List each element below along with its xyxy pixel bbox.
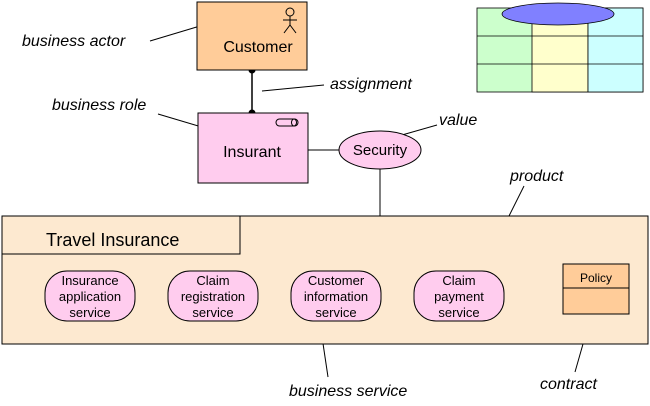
product-label: Travel Insurance bbox=[46, 230, 179, 250]
business-service-label-line: payment bbox=[434, 289, 484, 304]
callout-business-actor: business actor bbox=[22, 33, 126, 50]
business-service-label-line: application bbox=[59, 289, 121, 304]
business-service-label-line: registration bbox=[181, 289, 245, 304]
business-service-label-line: service bbox=[192, 305, 233, 320]
customer-actor[interactable]: Customer bbox=[196, 1, 308, 71]
callout-value: value bbox=[439, 112, 477, 129]
callout-product: product bbox=[509, 168, 564, 185]
callout-business-role: business role bbox=[52, 97, 146, 114]
business-actor-leader bbox=[149, 25, 201, 42]
business-service-label-line: Claim bbox=[442, 273, 475, 288]
insurant-label: Insurant bbox=[223, 144, 281, 161]
business-service-label-line: Insurance bbox=[61, 273, 118, 288]
business-role-leader bbox=[157, 113, 206, 129]
viewpoint-grid-icon bbox=[476, 2, 644, 93]
assignment-leader bbox=[261, 84, 325, 92]
callout-contract: contract bbox=[540, 376, 597, 393]
business-service-label-line: service bbox=[69, 305, 110, 320]
stick-figure-icon bbox=[283, 7, 297, 34]
policy-label: Policy bbox=[580, 271, 612, 285]
customer-label: Customer bbox=[223, 39, 293, 56]
business-service-label-line: information bbox=[304, 289, 368, 304]
policy-contract[interactable]: Policy bbox=[562, 263, 630, 315]
business-service-label-line: service bbox=[315, 305, 356, 320]
value-leader bbox=[401, 124, 438, 136]
callout-assignment: assignment bbox=[330, 76, 412, 93]
security-label: Security bbox=[353, 142, 408, 159]
business-service-label-line: Claim bbox=[196, 273, 229, 288]
business-services: InsuranceapplicationserviceClaimregistra… bbox=[44, 270, 505, 322]
insurant-role[interactable]: Insurant bbox=[197, 112, 309, 184]
business-service-label-line: Customer bbox=[308, 273, 365, 288]
business-service-label-line: service bbox=[438, 305, 479, 320]
role-cylinder-icon bbox=[275, 118, 299, 127]
security-value[interactable]: Security bbox=[338, 130, 422, 170]
callout-business-service: business service bbox=[289, 383, 407, 400]
